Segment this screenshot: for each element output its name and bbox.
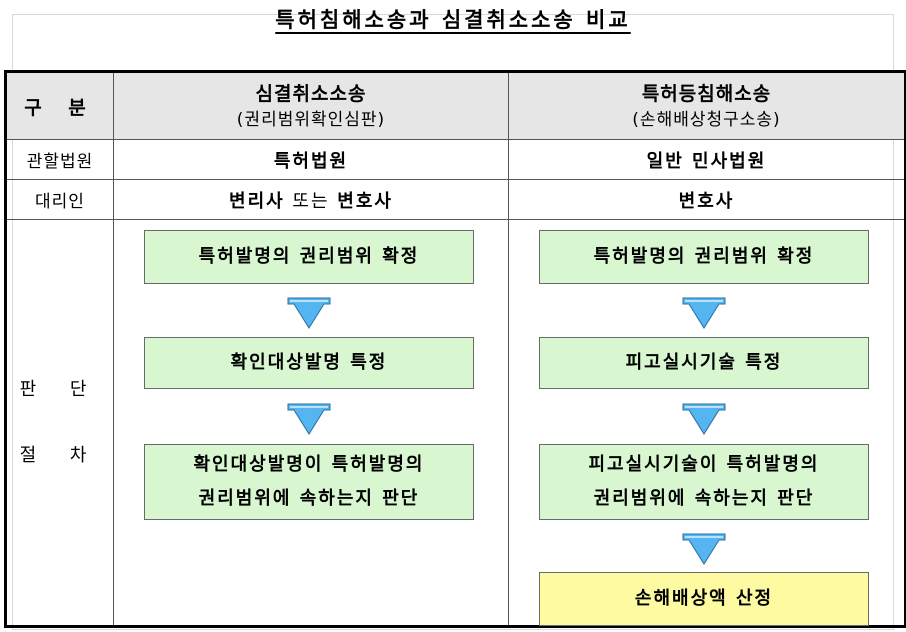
court-row: 관할법원 특허법원 일반 민사법원 [5, 139, 906, 180]
flow-step-text: 권리범위에 속하는지 판단 [593, 488, 815, 509]
agent-col1: 변리사 또는 변호사 [113, 179, 509, 220]
agent-col1-patent-attorney: 변리사 [229, 190, 285, 212]
flow-step-text: 확인대상발명이 특허발명의 [193, 454, 425, 475]
header-col1-subtitle: (권리범위확인심판) [236, 110, 386, 130]
down-arrow-icon [287, 297, 331, 329]
down-arrow-icon [682, 403, 726, 435]
procedure-label-line1: 판 단 [19, 378, 101, 400]
header-label-cell: 구 분 [5, 71, 114, 140]
flow-step-text: 특허발명의 권리범위 확정 [593, 246, 815, 267]
flow-step-box: 확인대상발명 특정 [144, 337, 474, 389]
flow-step-text: 피고실시기술 특정 [625, 352, 783, 373]
flow-step-box: 손해배상액 산정 [539, 572, 869, 626]
comparison-table: 구 분 심결취소소송 (권리범위확인심판) 특허등침해소송 (손해배상청구소송)… [4, 70, 906, 628]
agent-col2: 변호사 [508, 179, 906, 220]
agent-col1-or: 또는 [284, 190, 338, 212]
down-arrow-icon [287, 403, 331, 435]
court-col1: 특허법원 [113, 139, 509, 180]
flow-step-box: 특허발명의 권리범위 확정 [539, 230, 869, 284]
procedure-label-cell: 판 단 절 차 [5, 219, 114, 627]
procedure-label-line2: 절 차 [19, 444, 101, 466]
flow-step-text: 권리범위에 속하는지 판단 [198, 488, 420, 509]
header-col2-title: 특허등침해소송 [641, 83, 772, 105]
down-arrow-icon [682, 533, 726, 565]
agent-col1-lawyer: 변호사 [337, 190, 393, 212]
header-col1-cell: 심결취소소송 (권리범위확인심판) [113, 71, 509, 140]
header-row: 구 분 심결취소소송 (권리범위확인심판) 특허등침해소송 (손해배상청구소송) [5, 71, 906, 140]
header-col2-subtitle: (손해배상청구소송) [632, 110, 781, 130]
header-col1-title: 심결취소소송 [255, 83, 367, 105]
court-label: 관할법원 [5, 139, 114, 180]
header-label: 구 분 [24, 96, 96, 119]
header-col2-cell: 특허등침해소송 (손해배상청구소송) [508, 71, 906, 140]
page-title: 특허침해소송과 심결취소소송 비교 [275, 8, 631, 32]
flow-step-text: 특허발명의 권리범위 확정 [198, 246, 420, 267]
flow-step-text: 확인대상발명 특정 [230, 352, 388, 373]
down-arrow-icon [682, 297, 726, 329]
agent-row: 대리인 변리사 또는 변호사 변호사 [5, 179, 906, 220]
flow-step-text: 피고실시기술이 특허발명의 [588, 454, 820, 475]
flow-step-box: 특허발명의 권리범위 확정 [144, 230, 474, 284]
flow-step-text: 손해배상액 산정 [634, 588, 774, 609]
flow-step-box: 피고실시기술 특정 [539, 337, 869, 389]
court-col2: 일반 민사법원 [508, 139, 906, 180]
agent-label: 대리인 [5, 179, 114, 220]
